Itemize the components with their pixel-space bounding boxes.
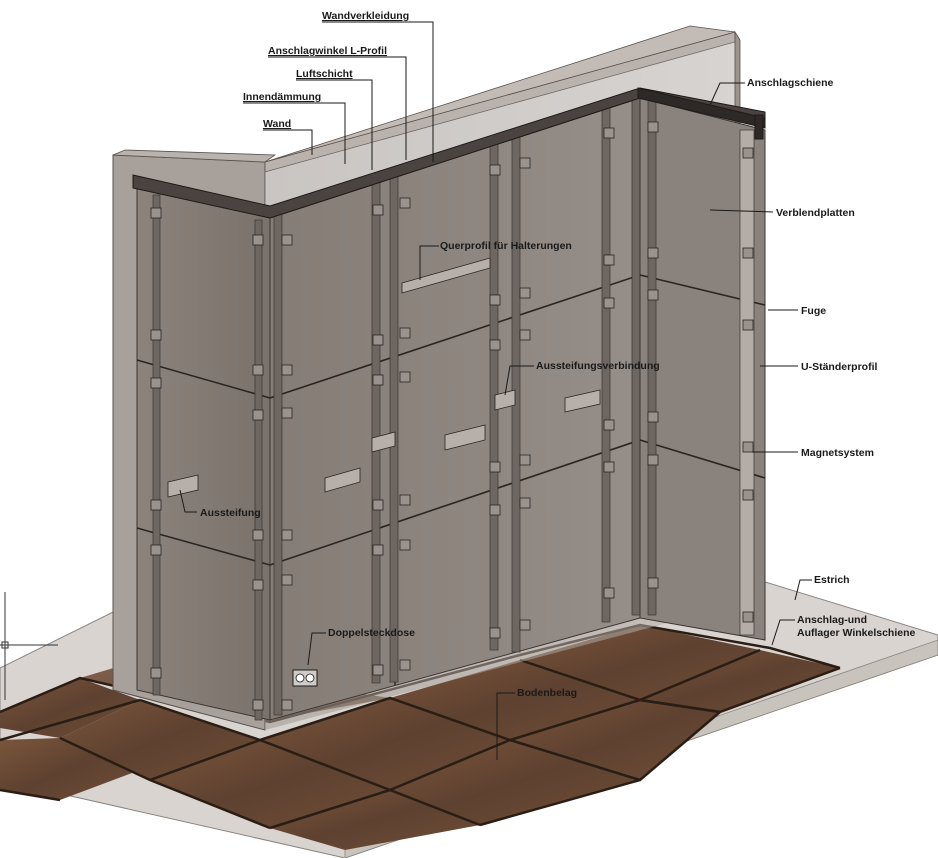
- label-luftschicht: Luftschicht: [296, 68, 353, 80]
- label-bodenbelag: Bodenbelag: [517, 687, 577, 699]
- label-aussteifungsverbindung: Aussteifungsverbindung: [536, 360, 660, 372]
- label-wand: Wand: [263, 118, 291, 130]
- label-verblendplatten: Verblendplatten: [776, 207, 855, 219]
- label-anschlagschiene: Anschlagschiene: [747, 77, 834, 89]
- left-panels: [136, 184, 271, 721]
- label-doppelsteckdose: Doppelsteckdose: [328, 627, 415, 639]
- label-anschlagwinkel: Anschlagwinkel L-Profil: [268, 45, 387, 57]
- label-estrich: Estrich: [814, 574, 850, 586]
- label-u-staenderprofil: U-Ständerprofil: [801, 361, 878, 373]
- label-anschlag-und: Anschlag-und: [797, 614, 867, 626]
- bracing-brackets: [167, 257, 601, 498]
- label-wandverkleidung: Wandverkleidung: [322, 10, 409, 22]
- socket: [292, 669, 318, 687]
- label-innendaemmung: Innendämmung: [243, 91, 321, 103]
- label-fuge: Fuge: [801, 305, 826, 317]
- label-magnetsystem: Magnetsystem: [801, 447, 874, 459]
- top-rails: [132, 87, 766, 219]
- leader-lines: [179, 21, 812, 760]
- crosshair-icon: [0, 592, 58, 700]
- label-auflager-winkelschiene: Auflager Winkelschiene: [797, 627, 916, 639]
- magnet-clips: [150, 121, 754, 711]
- label-querprofil: Querprofil für Halterungen: [440, 240, 572, 252]
- labels: Wandverkleidung Anschlagwinkel L-Profil …: [200, 10, 916, 699]
- label-aussteifung: Aussteifung: [200, 507, 261, 519]
